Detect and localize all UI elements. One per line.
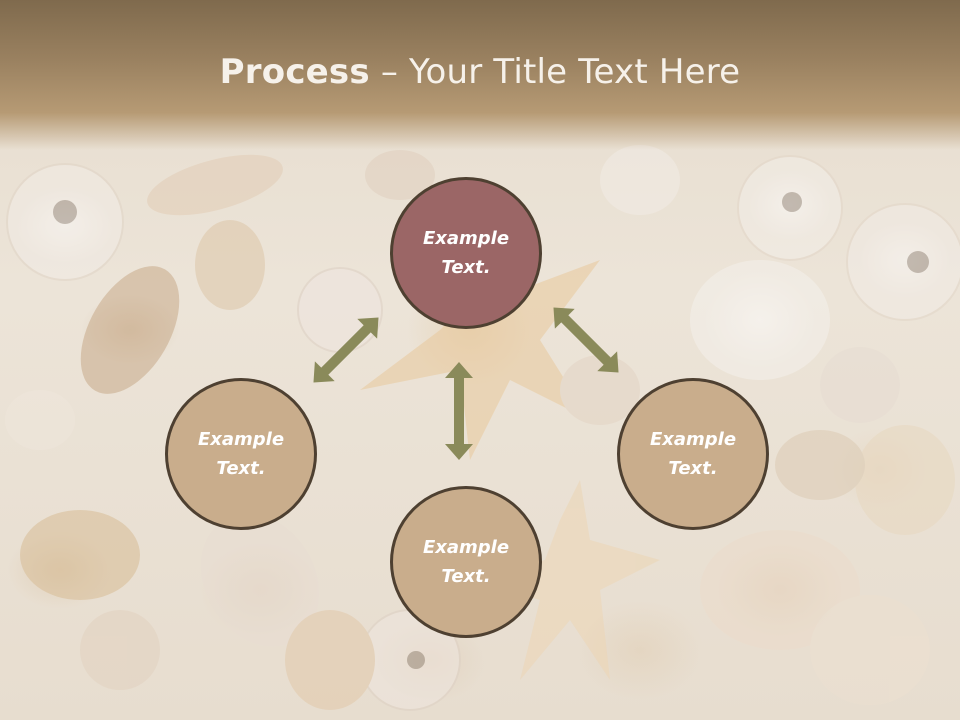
node-right-line2: Text. [668, 458, 718, 479]
arrow-top-right [553, 307, 619, 373]
node-left-line1: Example [197, 429, 285, 450]
node-bottom-line2: Text. [441, 566, 491, 587]
node-bottom-line1: Example [422, 537, 510, 558]
title-dash: – [369, 52, 410, 92]
node-top-line2: Text. [441, 257, 491, 278]
arrow-top-left [313, 317, 379, 383]
node-top-line1: Example [422, 228, 510, 249]
node-right-line1: Example [649, 429, 737, 450]
slide-title: Process – Your Title Text Here [0, 52, 960, 92]
title-rest: Your Title Text Here [409, 52, 741, 92]
node-left-line2: Text. [216, 458, 266, 479]
title-bold: Process [219, 52, 370, 92]
arrow-top-bottom [445, 362, 473, 460]
title-banner: Process – Your Title Text Here [0, 0, 960, 150]
